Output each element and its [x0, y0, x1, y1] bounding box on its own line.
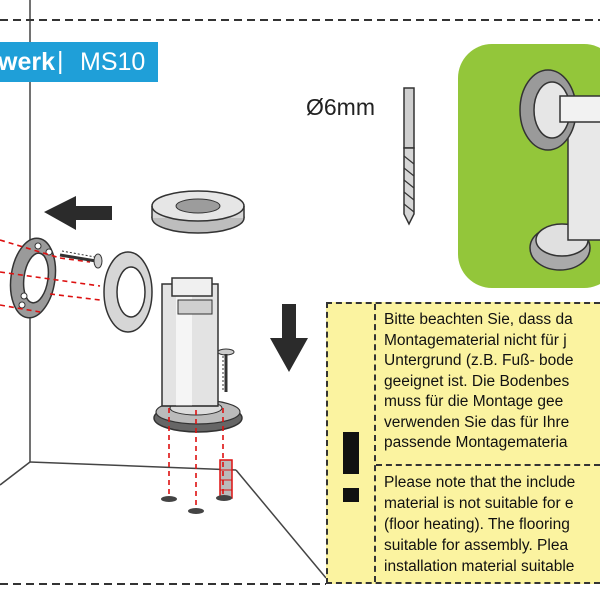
arrow-down-icon — [270, 304, 308, 372]
exclamation-icon — [343, 432, 359, 502]
note-icon-column — [328, 304, 376, 582]
product-name: werk — [0, 48, 55, 76]
floor-alignment-lines — [168, 408, 224, 512]
wall-plug — [219, 459, 233, 499]
flat-washer — [151, 190, 245, 234]
wall-mounting-plate — [9, 237, 57, 319]
note-german-text: Bitte beachten Sie, dass da Montagemater… — [384, 311, 574, 451]
product-header: werk | MS10 — [0, 42, 158, 82]
wall-alignment-lines — [0, 239, 101, 313]
drill-bit-icon — [403, 87, 415, 226]
rubber-ring — [103, 251, 153, 333]
warning-note: Bitte beachten Sie, dass da Montagemater… — [326, 302, 600, 584]
floor-right-edge — [235, 469, 327, 579]
floor-holes — [161, 495, 232, 514]
assembled-door-stop-icon — [519, 69, 600, 271]
wall-floor-back-edge — [29, 461, 237, 471]
door-stop-body — [153, 277, 243, 433]
wall-floor-left-edge — [0, 461, 31, 486]
product-code: MS10 — [80, 48, 146, 76]
floor-screw — [217, 348, 235, 392]
drill-size-label: Ø6mm — [306, 94, 375, 120]
result-panel — [458, 44, 600, 288]
wall-screw — [59, 250, 103, 269]
note-english-text: Please note that the include material is… — [384, 474, 576, 575]
arrow-left-icon — [44, 196, 112, 230]
note-divider — [376, 464, 600, 466]
header-separator: | — [57, 47, 64, 75]
